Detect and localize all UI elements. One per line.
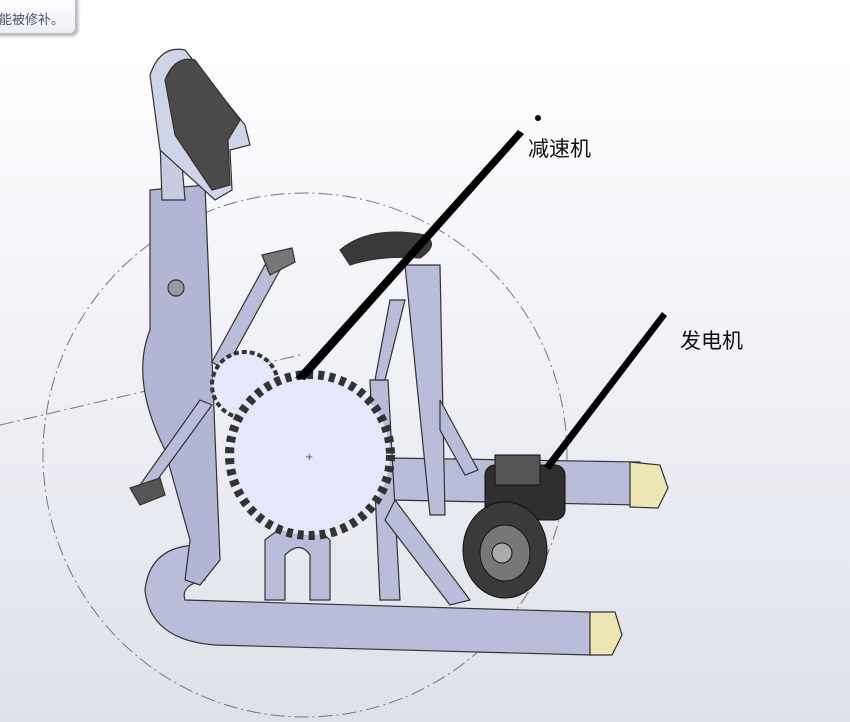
- callout-arrow-reducer: [295, 115, 541, 380]
- callout-arrow-generator: [544, 312, 667, 470]
- generator-motor: [462, 454, 566, 599]
- upright-post: [142, 48, 251, 586]
- pedal-arms: [129, 247, 296, 506]
- base-frame: [144, 457, 669, 656]
- construction-circle: [42, 192, 568, 718]
- label-reducer: 减速机: [528, 137, 591, 161]
- svg-text:+: +: [305, 452, 313, 463]
- reducer-gear: +: [225, 370, 395, 540]
- tooltip-text: 能被修补。: [0, 13, 65, 28]
- label-generator: 发电机: [680, 329, 743, 353]
- tooltip: 能被修补。: [0, 0, 76, 34]
